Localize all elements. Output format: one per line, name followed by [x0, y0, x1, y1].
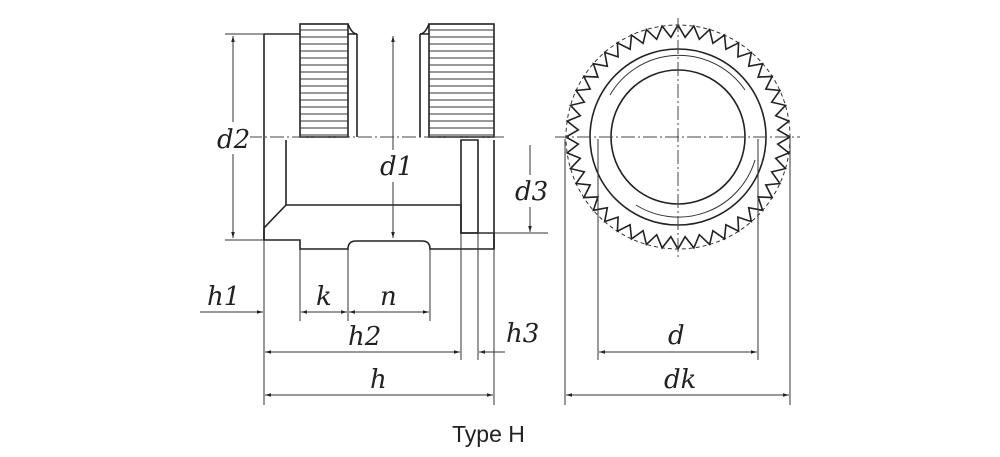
label-k: k [316, 282, 332, 312]
label-d3: d3 [515, 177, 548, 207]
label-n: n [380, 282, 397, 312]
figure-caption: Type H [452, 421, 525, 447]
hatched-right-wall [460, 139, 479, 234]
knurl-right [428, 23, 495, 138]
end-view: d dk [555, 18, 800, 405]
knurl-left [299, 23, 349, 138]
label-h3: h3 [506, 319, 539, 349]
hatched-bottom-wall [263, 204, 495, 250]
label-h1: h1 [207, 282, 240, 312]
side-section-view: d2 d1 d3 h1 k n h2 h3 h [200, 23, 552, 405]
label-h2: h2 [348, 322, 381, 352]
label-dk: dk [664, 365, 696, 395]
label-d1: d1 [380, 152, 413, 182]
label-h: h [370, 365, 387, 395]
label-d: d [668, 321, 685, 351]
label-d2: d2 [217, 125, 250, 155]
